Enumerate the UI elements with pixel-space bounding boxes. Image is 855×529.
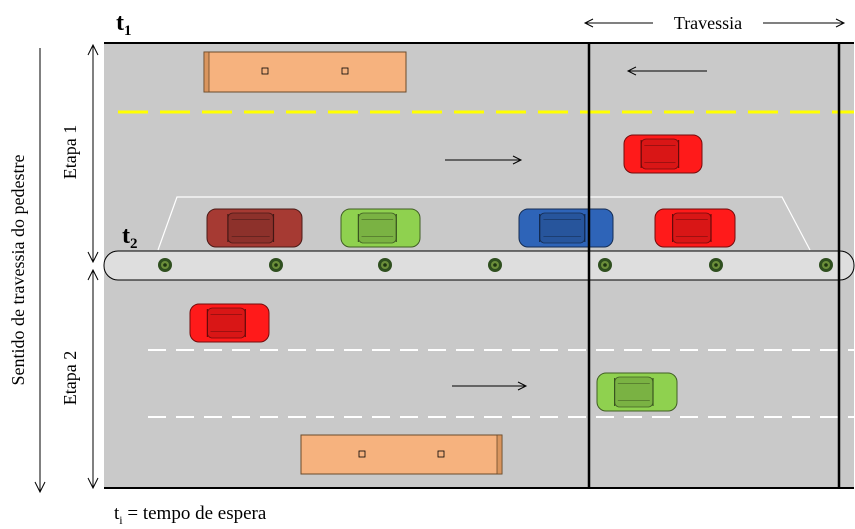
tree-icon [598,258,612,272]
car-icon [654,208,736,248]
tree-icon [488,258,502,272]
travessia-arrow [583,18,846,28]
car-icon [623,134,703,174]
tree-icon [378,258,392,272]
arrow-icon [452,381,528,391]
t1-label: t1 [116,10,132,39]
median-island [103,250,855,281]
tree-icon [158,258,172,272]
car-icon [206,208,303,248]
t1-main: t [116,10,124,36]
etapa2-label: Etapa 2 [60,351,80,405]
etapa2-arrow [87,268,99,490]
legend: ti = tempo de espera [114,503,267,527]
tree-icon [269,258,283,272]
legend-rest: = tempo de espera [123,503,267,524]
bus-icon [300,434,503,475]
t2-main: t [122,223,130,249]
sentido-label: Sentido de travessia do pedestre [8,155,28,386]
travessia-label: Travessia [674,13,742,33]
car-icon [189,303,270,343]
car-icon [518,208,614,248]
legend-sub: i [119,513,123,527]
tree-icon [819,258,833,272]
etapa1-arrow [87,43,99,264]
legend-main: t [114,503,120,524]
refuge-outline [157,196,811,251]
arrow-icon [626,66,707,76]
car-icon [596,372,678,412]
t2-label: t2 [122,223,138,252]
car-icon [340,208,421,248]
tree-icon [709,258,723,272]
etapa1-label: Etapa 1 [60,125,80,179]
sentido-arrow [34,48,46,494]
cars-layer [189,134,736,412]
arrow-icon [445,155,523,165]
t2-sub: 2 [130,236,138,252]
bus-icon [203,51,407,93]
t1-sub: 1 [124,23,132,39]
